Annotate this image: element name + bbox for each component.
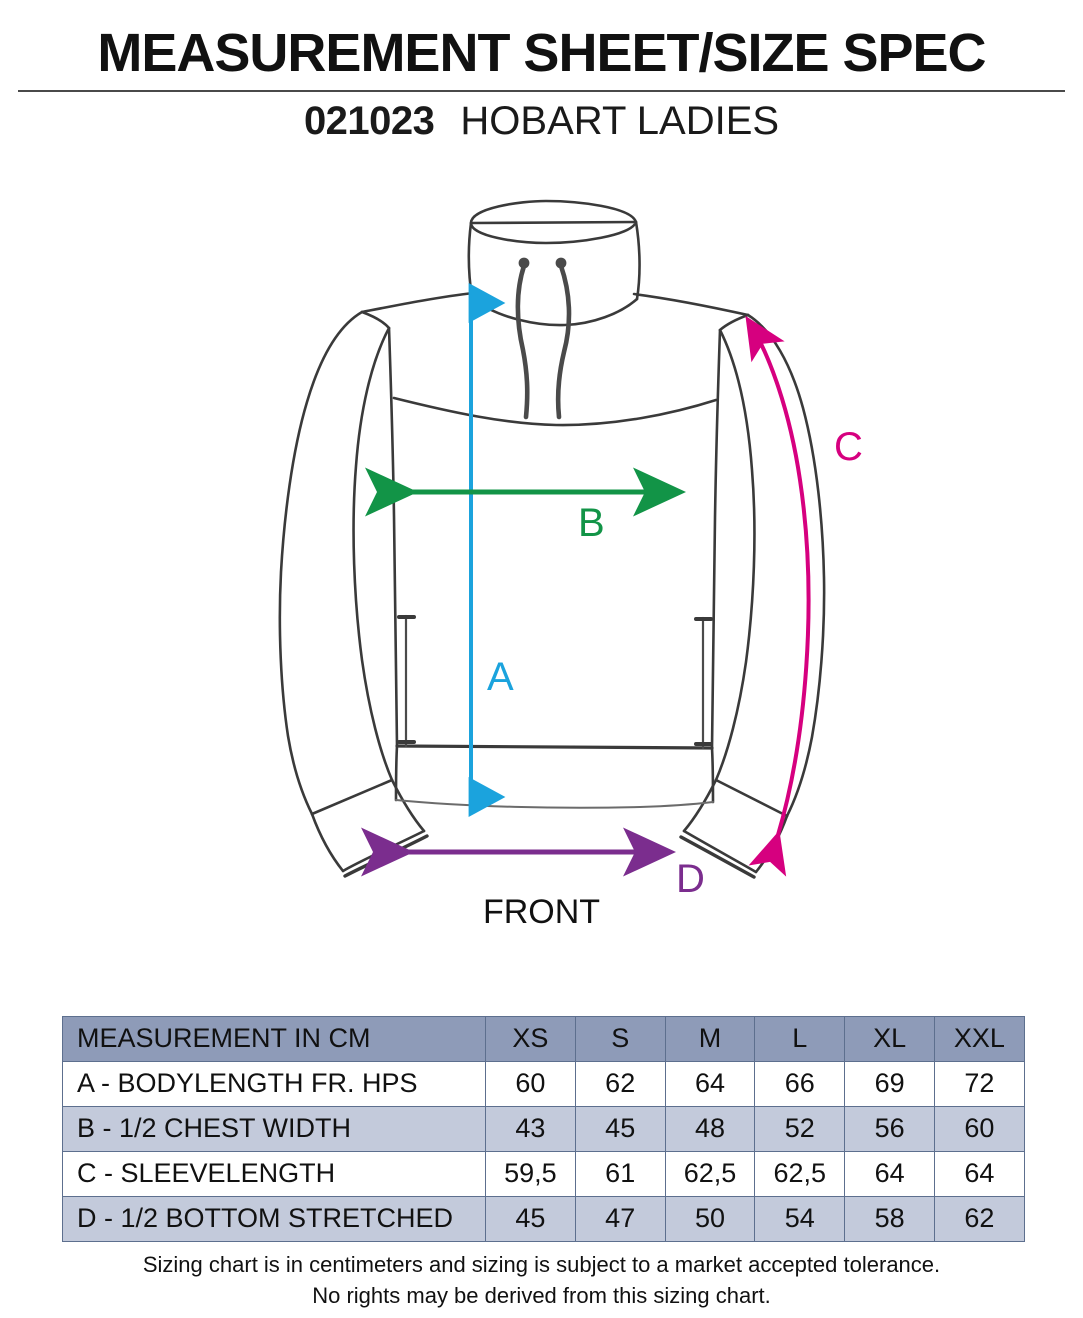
cell-value: 60 <box>933 1106 1025 1152</box>
cell-value: 58 <box>844 1196 935 1242</box>
column-header-m: M <box>664 1016 756 1062</box>
title-divider <box>18 90 1065 92</box>
callout-c-label: C <box>834 425 863 469</box>
column-header-xs: XS <box>485 1016 576 1062</box>
garment-outline <box>278 199 826 879</box>
cell-value: 47 <box>574 1196 666 1242</box>
style-code: 021023 <box>303 99 435 143</box>
cell-value: 52 <box>754 1106 846 1152</box>
table-row: B - 1/2 CHEST WIDTH 43 45 48 52 56 60 <box>62 1106 1025 1152</box>
footer-line-2: No rights may be derived from this sizin… <box>312 1283 771 1309</box>
cell-value: 43 <box>485 1106 576 1152</box>
cell-value: 62 <box>933 1196 1025 1242</box>
cell-value: 60 <box>485 1061 576 1107</box>
cell-value: 62,5 <box>664 1151 756 1197</box>
callout-c-arrow <box>745 315 811 877</box>
cell-value: 50 <box>664 1196 756 1242</box>
footer-disclaimer: Sizing chart is in centimeters and sizin… <box>0 1249 1083 1311</box>
cell-value: 62,5 <box>754 1151 846 1197</box>
column-header-measurement: MEASUREMENT IN CM <box>62 1016 486 1062</box>
style-name: HOBART LADIES <box>460 99 780 143</box>
size-table: MEASUREMENT IN CM XS S M L XL XXL A - BO… <box>62 1016 1025 1242</box>
cell-value: 48 <box>664 1106 756 1152</box>
row-label: D - 1/2 BOTTOM STRETCHED <box>62 1196 486 1242</box>
callout-d-label: D <box>676 857 705 901</box>
row-label: A - BODYLENGTH FR. HPS <box>62 1061 486 1107</box>
table-row: D - 1/2 BOTTOM STRETCHED 45 47 50 54 58 … <box>62 1196 1025 1242</box>
style-subtitle: 021023 HOBART LADIES <box>0 101 1083 141</box>
garment-technical-drawing: A B C D <box>0 180 1083 970</box>
cell-value: 64 <box>933 1151 1025 1197</box>
column-header-l: L <box>754 1016 846 1062</box>
cell-value: 54 <box>754 1196 846 1242</box>
document-header: MEASUREMENT SHEET/SIZE SPEC 021023 HOBART… <box>0 0 1083 141</box>
cell-value: 64 <box>844 1151 935 1197</box>
page-title: MEASUREMENT SHEET/SIZE SPEC <box>97 23 986 83</box>
cell-value: 64 <box>664 1061 756 1107</box>
table-header-row: MEASUREMENT IN CM XS S M L XL XXL <box>62 1016 1025 1062</box>
row-label: C - SLEEVELENGTH <box>62 1151 486 1197</box>
cell-value: 69 <box>844 1061 935 1107</box>
cell-value: 45 <box>574 1106 666 1152</box>
row-label: B - 1/2 CHEST WIDTH <box>62 1106 486 1152</box>
view-label-front: FRONT <box>482 893 601 931</box>
cell-value: 62 <box>574 1061 666 1107</box>
cell-value: 59,5 <box>485 1151 576 1197</box>
cell-value: 72 <box>933 1061 1025 1107</box>
cell-value: 56 <box>844 1106 935 1152</box>
column-header-xl: XL <box>844 1016 935 1062</box>
column-header-s: S <box>574 1016 666 1062</box>
footer-line-1: Sizing chart is in centimeters and sizin… <box>142 1252 941 1277</box>
callout-a-label: A <box>487 655 514 699</box>
cell-value: 45 <box>485 1196 576 1242</box>
column-header-xxl: XXL <box>933 1016 1025 1062</box>
callout-b-label: B <box>578 501 605 545</box>
size-table-container: MEASUREMENT IN CM XS S M L XL XXL A - BO… <box>62 1016 1025 1242</box>
cell-value: 61 <box>574 1151 666 1197</box>
table-row: C - SLEEVELENGTH 59,5 61 62,5 62,5 64 64 <box>62 1151 1025 1197</box>
table-row: A - BODYLENGTH FR. HPS 60 62 64 66 69 72 <box>62 1061 1025 1107</box>
cell-value: 66 <box>754 1061 846 1107</box>
